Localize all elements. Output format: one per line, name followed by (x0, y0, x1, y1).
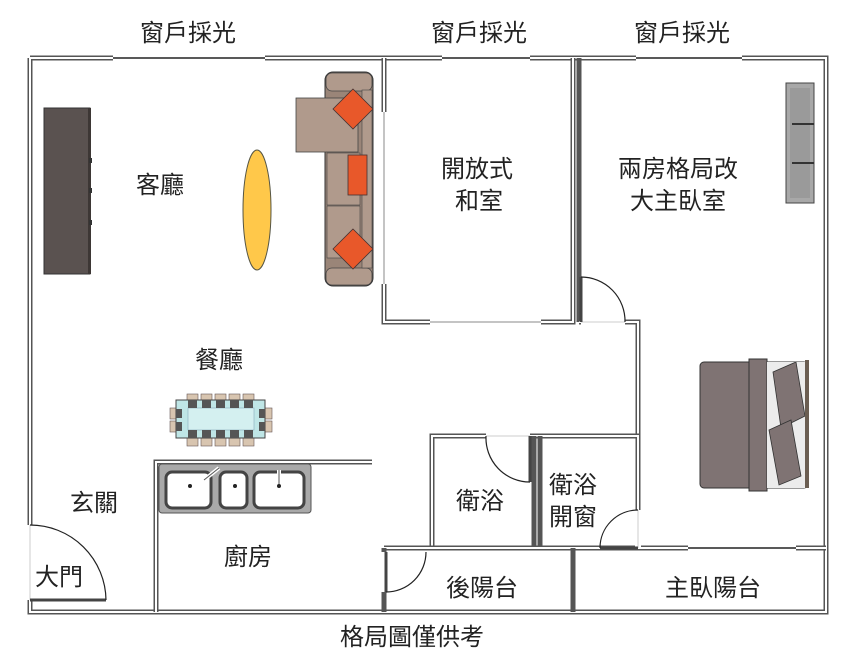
dining-table (169, 393, 273, 447)
master-bedroom-walls (576, 58, 641, 436)
window-label-master-bedroom: 窗戶採光 (634, 19, 730, 47)
room-label-bathroom2-1: 衛浴 (549, 471, 597, 499)
cushion (332, 88, 374, 130)
room-label-main-door: 大門 (35, 563, 83, 591)
room-label-bathroom2-2: 開窗 (549, 503, 597, 531)
room-label-living-room: 客廳 (136, 171, 184, 199)
bathroom-walls (384, 433, 826, 551)
kitchen-sink (158, 463, 312, 514)
room-label-master-balcony: 主臥陽台 (665, 574, 761, 602)
outer-walls (27, 55, 829, 615)
window-label-living: 窗戶採光 (140, 19, 236, 47)
room-label-master-bedroom-1: 兩房格局改 (618, 155, 738, 183)
tv-cabinet (43, 107, 92, 275)
room-label-bathroom: 衛浴 (456, 487, 504, 515)
room-label-rear-balcony: 後陽台 (446, 574, 518, 602)
room-label-japanese-room-2: 和室 (455, 187, 503, 215)
room-label-japanese-room-1: 開放式 (441, 155, 513, 183)
kitchen-walls (153, 459, 427, 612)
room-label-foyer: 玄關 (70, 489, 118, 517)
room-label-master-bedroom-2: 大主臥室 (630, 187, 726, 215)
main-door[interactable] (27, 524, 107, 602)
cushion (347, 154, 368, 196)
sofa (295, 71, 374, 287)
oval-rug (242, 149, 272, 271)
japanese-room-walls (381, 58, 576, 325)
room-label-dining-room: 餐廳 (195, 346, 243, 374)
wardrobe (785, 82, 815, 204)
cushion (332, 228, 374, 270)
room-label-kitchen: 廚房 (224, 543, 272, 571)
window-label-japanese-room: 窗戶採光 (431, 19, 527, 47)
plan-disclaimer: 格局圖僅供考 (340, 623, 484, 651)
bed (699, 358, 809, 492)
